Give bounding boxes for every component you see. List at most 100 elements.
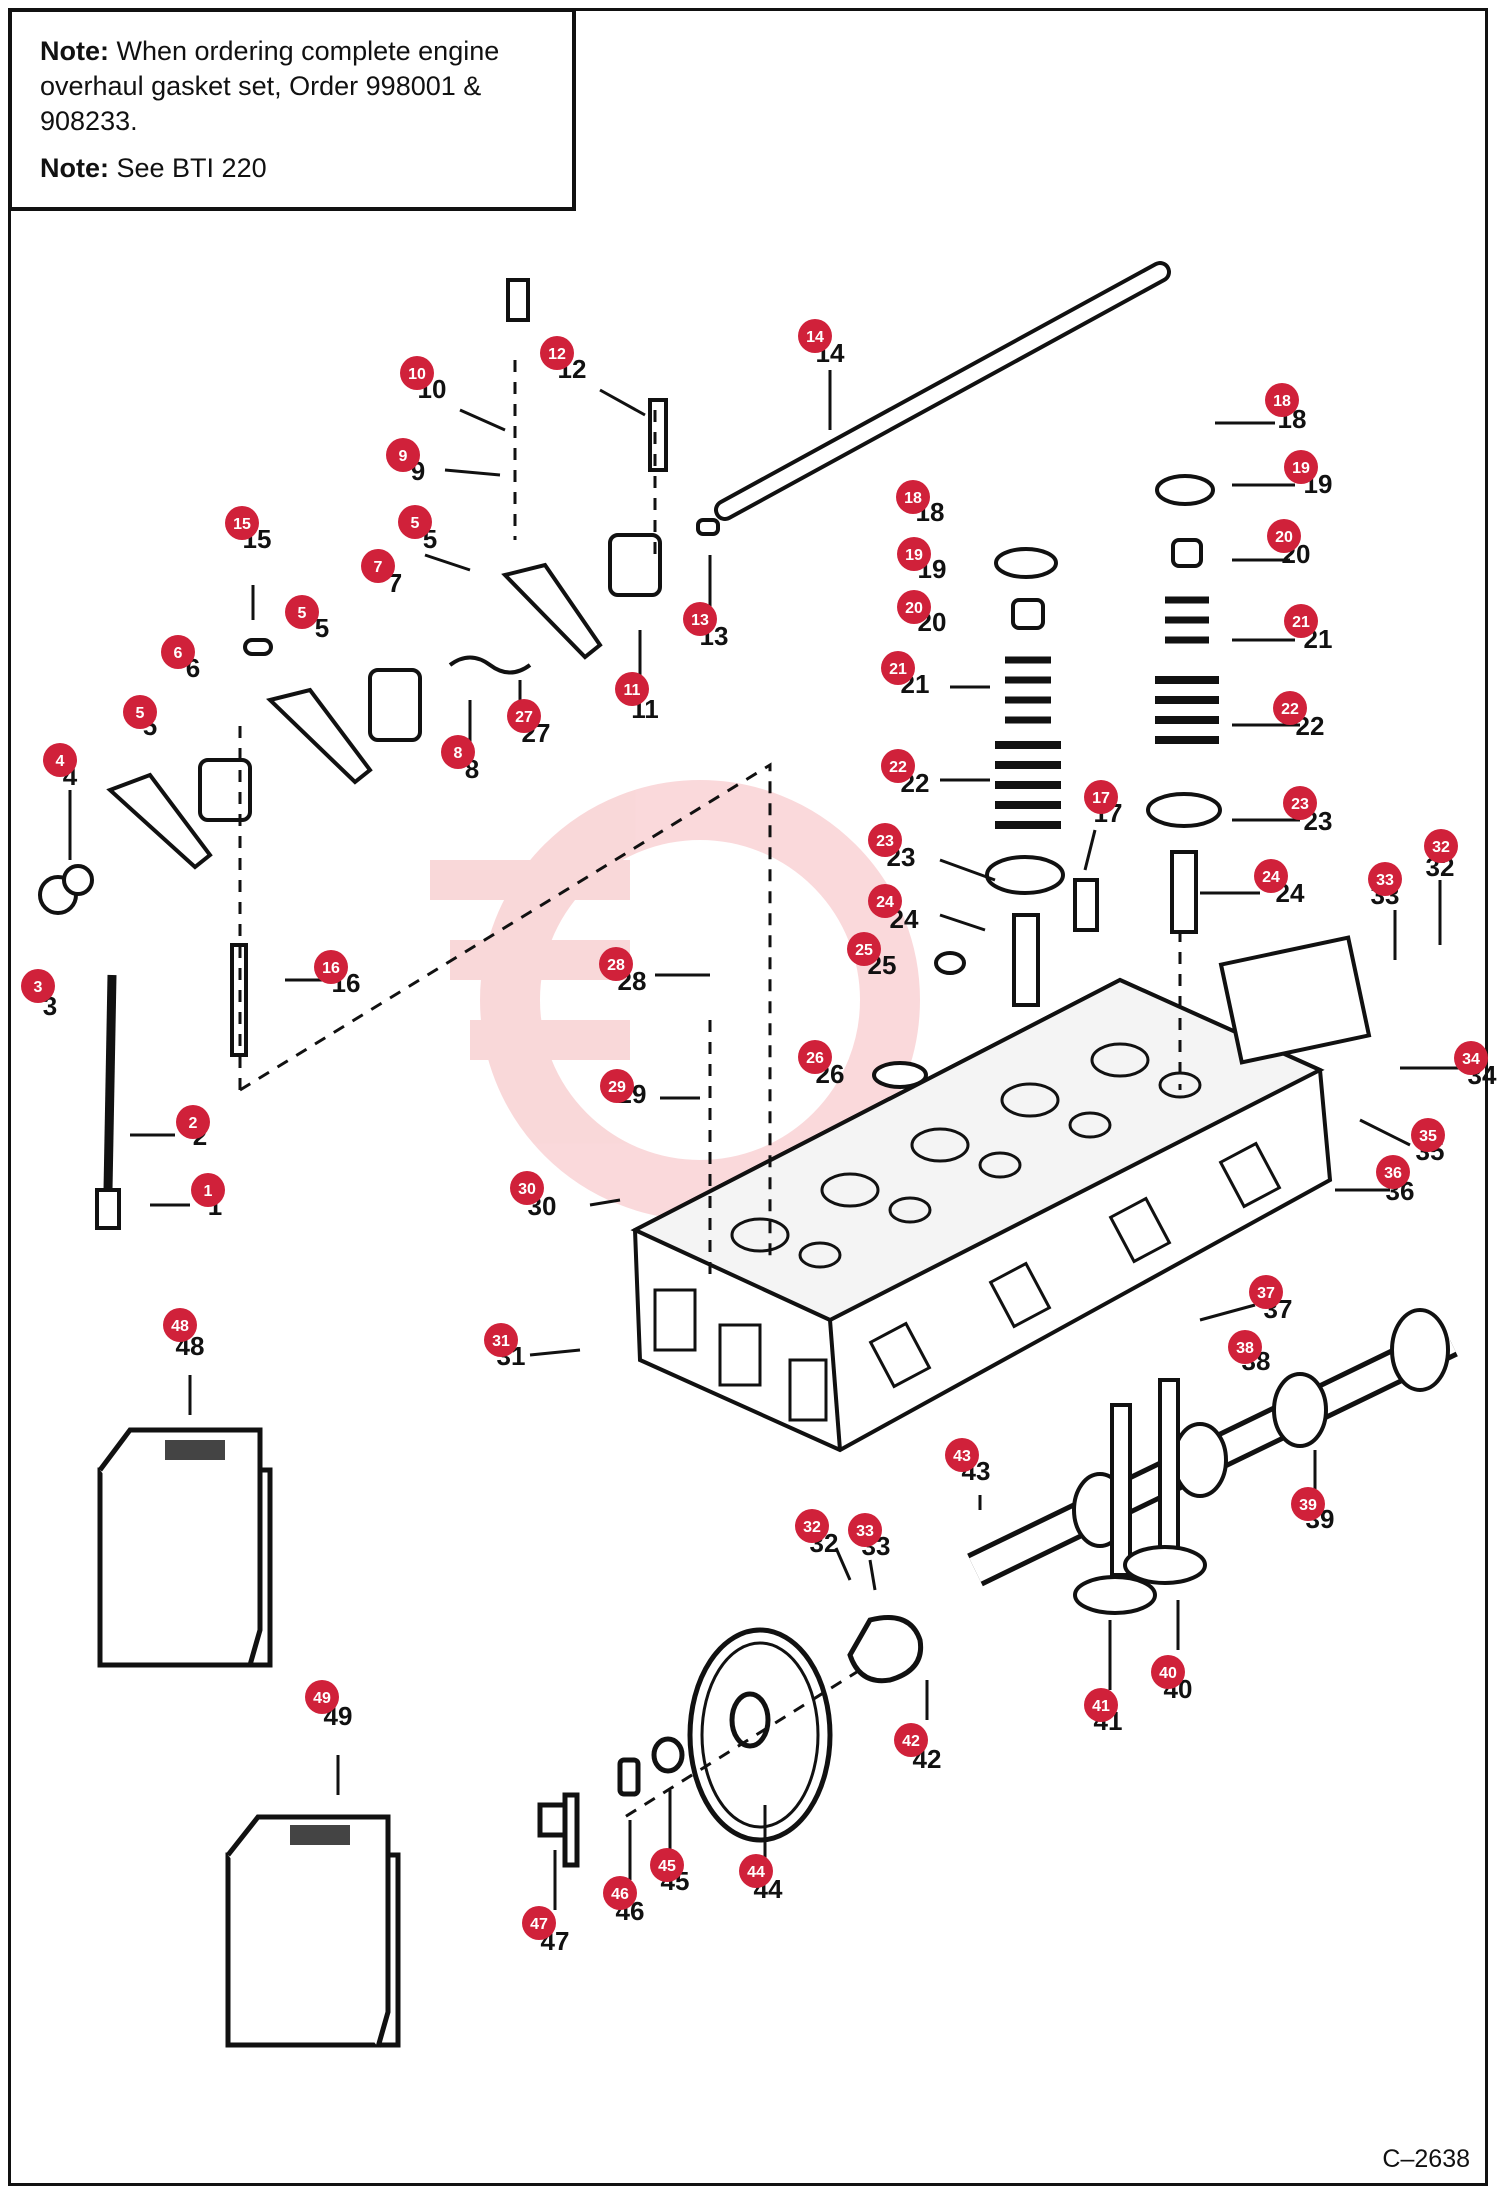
callout-badge[interactable]: 46 <box>603 1876 637 1910</box>
callout-badges: 1234555678910111213141516171818191920202… <box>21 319 1488 1940</box>
callout-circle <box>1228 1330 1262 1364</box>
callout-badge[interactable]: 37 <box>1249 1275 1283 1309</box>
callout-badge[interactable]: 5 <box>123 695 157 729</box>
callout-badge[interactable]: 14 <box>798 319 832 353</box>
callout-badge[interactable]: 1 <box>191 1173 225 1207</box>
callout-badge[interactable]: 28 <box>599 947 633 981</box>
callout-badge[interactable]: 23 <box>868 823 902 857</box>
callout-badge[interactable]: 9 <box>386 438 420 472</box>
callout-number: 33 <box>856 1523 874 1540</box>
callout-badge[interactable]: 40 <box>1151 1655 1185 1689</box>
callout-badge[interactable]: 12 <box>540 336 574 370</box>
callout-badge[interactable]: 6 <box>161 635 195 669</box>
callout-badge[interactable]: 13 <box>683 602 717 636</box>
callout-badge[interactable]: 8 <box>441 735 475 769</box>
callout-circle <box>1273 691 1307 725</box>
callout-badge[interactable]: 18 <box>1265 383 1299 417</box>
callout-circle <box>1284 450 1318 484</box>
callout-badge[interactable]: 19 <box>1284 450 1318 484</box>
leader-line <box>599 388 646 417</box>
callout-badge[interactable]: 39 <box>1291 1487 1325 1521</box>
callout-badge[interactable]: 47 <box>522 1906 556 1940</box>
note-label-1: Note: <box>40 36 109 66</box>
rocker-parts <box>38 278 720 1057</box>
watermark-logo <box>430 780 920 1220</box>
callout-badge[interactable]: 3 <box>21 969 55 1003</box>
callout-badge[interactable]: 38 <box>1228 1330 1262 1364</box>
callout-badge[interactable]: 31 <box>484 1323 518 1357</box>
callout-badge[interactable]: 21 <box>1284 604 1318 638</box>
callout-badge[interactable]: 33 <box>1368 862 1402 896</box>
callout-number: 29 <box>608 1079 626 1096</box>
callout-circle <box>398 505 432 539</box>
callout-circle <box>600 1069 634 1103</box>
callout-circle <box>945 1438 979 1472</box>
callout-badge[interactable]: 11 <box>615 672 649 706</box>
callout-badge[interactable]: 32 <box>795 1509 829 1543</box>
ordering-note: Note: When ordering complete engine over… <box>8 8 576 211</box>
callout-badge[interactable]: 2 <box>176 1105 210 1139</box>
callout-circle <box>361 549 395 583</box>
callout-badge[interactable]: 34 <box>1454 1041 1488 1075</box>
valve-stack-right <box>1146 474 1372 1065</box>
callout-badge[interactable]: 15 <box>225 506 259 540</box>
callout-badge[interactable]: 27 <box>507 699 541 733</box>
callout-number: 42 <box>902 1733 920 1750</box>
callout-number: 21 <box>1292 614 1310 631</box>
callout-badge[interactable]: 22 <box>1273 691 1307 725</box>
callout-badge[interactable]: 22 <box>881 749 915 783</box>
callout-number: 8 <box>454 745 463 762</box>
callout-circle <box>510 1171 544 1205</box>
callout-badge[interactable]: 43 <box>945 1438 979 1472</box>
callout-badge[interactable]: 5 <box>398 505 432 539</box>
callout-badge[interactable]: 29 <box>600 1069 634 1103</box>
callout-badge[interactable]: 36 <box>1376 1155 1410 1189</box>
callout-number: 43 <box>953 1448 971 1465</box>
callout-number: 41 <box>1092 1698 1110 1715</box>
callout-badge[interactable]: 35 <box>1411 1118 1445 1152</box>
callout-badge[interactable]: 41 <box>1084 1688 1118 1722</box>
callout-badge[interactable]: 45 <box>650 1848 684 1882</box>
callout-badge[interactable]: 49 <box>305 1680 339 1714</box>
callout-badge[interactable]: 19 <box>897 537 931 571</box>
leader-line <box>1359 1118 1411 1147</box>
callout-badge[interactable]: 26 <box>798 1040 832 1074</box>
callout-number: 24 <box>1262 869 1280 886</box>
callout-badge[interactable]: 23 <box>1283 786 1317 820</box>
callout-number: 20 <box>1275 529 1293 546</box>
callout-circle <box>1265 383 1299 417</box>
callout-badge[interactable]: 5 <box>285 595 319 629</box>
callout-circle <box>897 590 931 624</box>
callout-number: 14 <box>806 329 824 346</box>
callout-number: 24 <box>876 894 894 911</box>
leader-line <box>939 913 986 932</box>
callout-badge[interactable]: 18 <box>896 480 930 514</box>
callout-number: 17 <box>1092 790 1110 807</box>
callout-badge[interactable]: 16 <box>314 950 348 984</box>
callout-badge[interactable]: 21 <box>881 651 915 685</box>
callout-badge[interactable]: 7 <box>361 549 395 583</box>
callout-number: 32 <box>803 1519 821 1536</box>
callout-badge[interactable]: 30 <box>510 1171 544 1205</box>
callout-badge[interactable]: 17 <box>1084 780 1118 814</box>
callout-number: 7 <box>374 559 383 576</box>
callout-number: 15 <box>233 516 251 533</box>
callout-circle <box>1267 519 1301 553</box>
callout-badge[interactable]: 20 <box>897 590 931 624</box>
callout-badge[interactable]: 10 <box>400 356 434 390</box>
callout-badge[interactable]: 44 <box>739 1854 773 1888</box>
callout-badge[interactable]: 24 <box>1254 859 1288 893</box>
callout-badge[interactable]: 33 <box>848 1513 882 1547</box>
note-line-1: Note: When ordering complete engine over… <box>40 34 552 139</box>
callout-badge[interactable]: 42 <box>894 1723 928 1757</box>
gasket-kit-48 <box>97 1427 273 1668</box>
callout-number: 47 <box>530 1916 548 1933</box>
callout-badge[interactable]: 24 <box>868 884 902 918</box>
callout-badge[interactable]: 48 <box>163 1308 197 1342</box>
callout-badge[interactable]: 25 <box>847 932 881 966</box>
callout-badge[interactable]: 32 <box>1424 829 1458 863</box>
callout-number: 19 <box>1292 460 1310 477</box>
callout-badge[interactable]: 4 <box>43 743 77 777</box>
callout-circle <box>1376 1155 1410 1189</box>
callout-badge[interactable]: 20 <box>1267 519 1301 553</box>
